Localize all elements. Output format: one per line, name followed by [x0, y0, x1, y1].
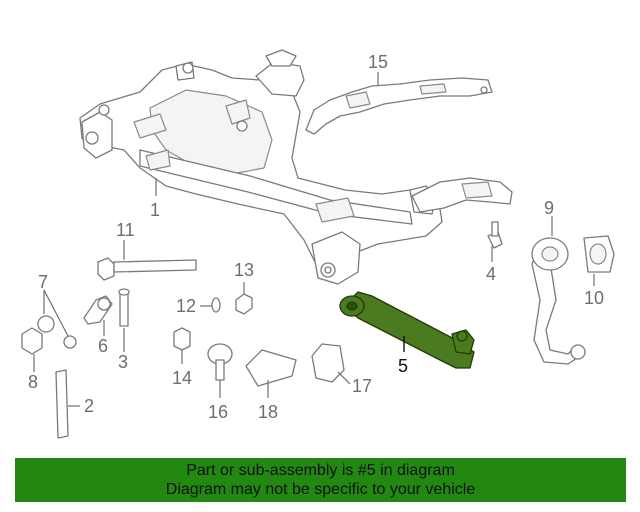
- bolt-part-3: [118, 288, 130, 327]
- washer-part-12: [211, 297, 221, 313]
- info-banner: Part or sub-assembly is #5 in diagram Di…: [15, 458, 626, 502]
- callout-labels: 1 11 15 4 9 10 5 7 6 3 8 2 12 13 14 16 1…: [28, 52, 604, 422]
- callout-11: 11: [116, 220, 135, 240]
- brace-part-15: [305, 77, 493, 135]
- callout-9: 9: [544, 198, 554, 218]
- callout-13: 13: [234, 260, 254, 280]
- bolt-part-4: [487, 221, 503, 249]
- control-arm-part-5: [339, 291, 475, 369]
- clip-part-18: [245, 349, 297, 387]
- nut-part-14: [173, 327, 191, 351]
- nut-part-8: [21, 327, 43, 355]
- subframe-right-arm: [411, 177, 513, 213]
- callout-3: 3: [118, 352, 128, 372]
- bushing-part-10: [583, 235, 615, 273]
- bolt-part-2: [55, 369, 69, 439]
- banner-line-2: Diagram may not be specific to your vehi…: [165, 481, 476, 498]
- bushing-part-7: [37, 315, 77, 349]
- banner-line-1: Part or sub-assembly is #5 in diagram: [186, 462, 455, 479]
- subframe-part: [79, 49, 443, 285]
- arm-part-9: [531, 237, 586, 365]
- callout-4: 4: [486, 264, 496, 284]
- callout-5: 5: [398, 356, 408, 376]
- callout-8: 8: [28, 372, 38, 392]
- callout-17: 17: [352, 376, 372, 396]
- callout-16: 16: [208, 402, 228, 422]
- callout-6: 6: [98, 336, 108, 356]
- callout-14: 14: [172, 368, 192, 388]
- callout-2: 2: [84, 396, 94, 416]
- nut-part-13: [235, 293, 253, 315]
- nut-part-17: [311, 343, 345, 383]
- leader-lines: [33, 72, 595, 407]
- bolt-part-6: [83, 295, 113, 325]
- callout-7: 7: [38, 272, 48, 292]
- callout-12: 12: [176, 296, 196, 316]
- parts-diagram: 1 11 15 4 9 10 5 7 6 3 8 2 12 13 14 16 1…: [21, 49, 615, 439]
- callout-18: 18: [258, 402, 278, 422]
- bolt-part-16: [207, 343, 233, 381]
- bolt-part-11: [97, 257, 197, 281]
- callout-1: 1: [150, 200, 160, 220]
- callout-10: 10: [584, 288, 604, 308]
- callout-15: 15: [368, 52, 388, 72]
